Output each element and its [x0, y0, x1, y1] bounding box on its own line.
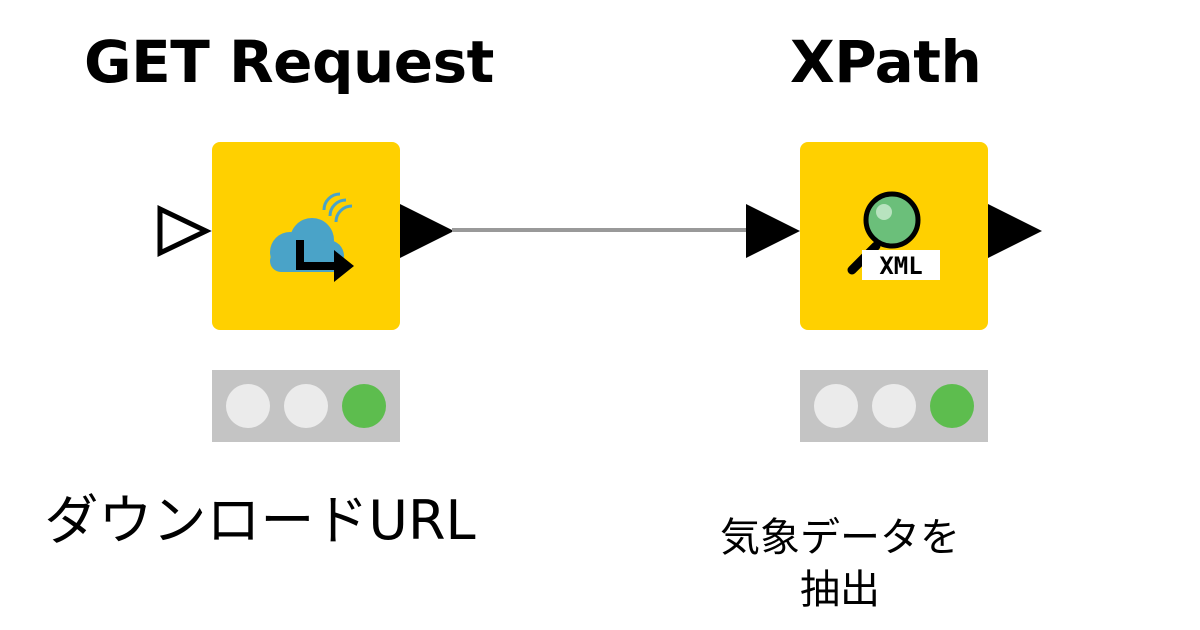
status-light-3 — [342, 384, 386, 428]
xpath-node-label: 気象データを 抽出 — [620, 512, 1060, 616]
get-request-status-bar — [212, 370, 400, 442]
xpath-label-line-2: 抽出 — [800, 567, 880, 613]
status-light-2 — [872, 384, 916, 428]
status-light-1 — [814, 384, 858, 428]
get-request-node-label: ダウンロードURL — [44, 489, 476, 552]
xpath-status-bar — [800, 370, 988, 442]
xpath-output-port[interactable] — [988, 204, 1044, 258]
xpath-node-title: XPath — [790, 28, 982, 96]
xpath-node[interactable]: XML — [800, 142, 988, 330]
status-light-3 — [930, 384, 974, 428]
get-request-node-title: GET Request — [84, 28, 494, 96]
xml-magnifier-icon: XML — [847, 191, 940, 280]
get-request-output-port[interactable] — [400, 204, 456, 258]
get-request-input-port[interactable] — [156, 204, 212, 258]
get-request-node[interactable] — [212, 142, 400, 330]
xpath-label-line-1: 気象データを — [720, 515, 960, 561]
xpath-input-port[interactable] — [746, 204, 802, 258]
status-light-2 — [284, 384, 328, 428]
status-light-1 — [226, 384, 270, 428]
cloud-arrow-icon — [270, 192, 354, 282]
svg-text:XML: XML — [879, 252, 922, 280]
connection-line[interactable] — [452, 224, 748, 236]
